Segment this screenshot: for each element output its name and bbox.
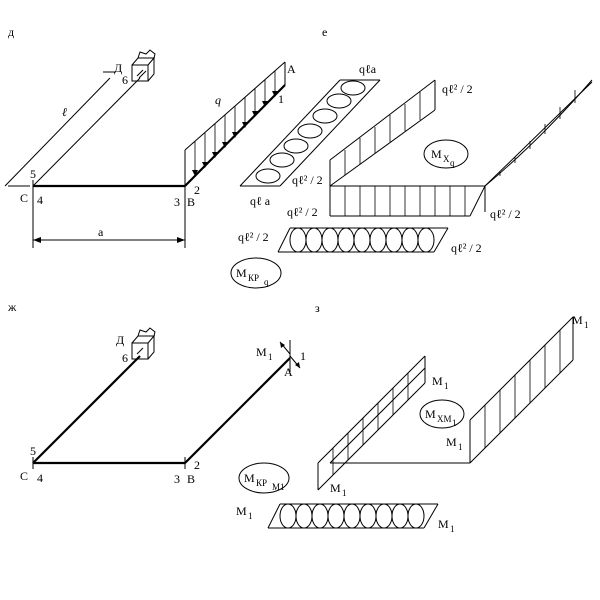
applied-moment-m1 (279, 340, 301, 372)
label-ellipse-mkr-q (230, 257, 282, 289)
point-label-c-bottom: С (20, 469, 28, 483)
arrow-a-right (177, 237, 185, 243)
length-label-l: ℓ (62, 105, 67, 119)
point-label-c-top: С (20, 191, 28, 205)
frame-member-ba-bottom (184, 357, 291, 464)
label-ql2-2: qℓ² / 2 (292, 173, 323, 187)
node-label-4-top: 4 (37, 193, 43, 207)
point-label-a-bottom: А (284, 365, 293, 379)
load-label-q: q (215, 93, 221, 107)
bending-diagram-mxm (317, 316, 574, 491)
label-ql2-5: qℓ² / 2 (238, 230, 269, 244)
node-label-3-top: 3 (174, 195, 180, 209)
fixed-support-d-bottom (131, 327, 156, 360)
distributed-load-q (184, 61, 286, 186)
point-label-d-top: Д (114, 61, 122, 75)
frame-member-cd-bottom (32, 355, 141, 464)
mkrm-label-subsub: M1 (272, 482, 285, 492)
mkrm-label-main: M (244, 471, 255, 485)
mxm-label-main: M (425, 407, 436, 421)
mkrm-label-sub: КР (256, 478, 267, 488)
m1-label-f-sub: 1 (450, 524, 455, 534)
m1-label-d-main: M (330, 481, 341, 495)
mxm-label-subsub: 1 (452, 418, 457, 428)
mxm-label-sub: XM (437, 414, 452, 424)
m1-label-c-sub: 1 (458, 442, 463, 452)
mkr-label-main: M (236, 266, 247, 280)
node-label-5-top: 5 (30, 167, 36, 181)
node-label-2-bottom: 2 (194, 458, 200, 472)
frame-member-cd (32, 77, 141, 187)
node-label-6-top: 6 (122, 73, 128, 87)
torsion-band-qla (239, 79, 381, 187)
mx-label-sub: X (443, 154, 450, 164)
point-label-b-top: В (187, 195, 195, 209)
panel-label-z: з (315, 301, 320, 315)
label-ql2-6: qℓ² / 2 (451, 241, 482, 255)
moment-label-main: M (256, 345, 267, 359)
mkr-label-sub: КР (248, 273, 259, 283)
m1-label-a-sub: 1 (584, 320, 589, 330)
torsion-band-mkr-q (277, 227, 449, 253)
m1-label-d-sub: 1 (342, 488, 347, 498)
m1-label-c-main: M (446, 435, 457, 449)
point-label-b-bottom: В (187, 472, 195, 486)
mx-label-main: M (431, 147, 442, 161)
label-ellipse-mkr-m1 (238, 462, 290, 494)
m1-label-e-main: M (236, 504, 247, 518)
dimension-line-l (4, 77, 111, 187)
m1-label-f-main: M (438, 517, 449, 531)
node-label-5-bottom: 5 (30, 444, 36, 458)
panel-label-d: д (8, 25, 14, 39)
mkr-label-subsub: q (264, 277, 269, 287)
node-label-6-bottom: 6 (122, 351, 128, 365)
fixed-support-d (131, 49, 156, 82)
label-qla-top: qℓа (359, 62, 377, 76)
label-ellipse-mx (423, 139, 469, 169)
bending-diagram-mx (329, 79, 593, 217)
point-label-a-top: А (287, 62, 296, 76)
torsion-band-mkr-m1 (267, 503, 439, 529)
moment-label-sub: 1 (268, 352, 273, 362)
arrow-a-left (33, 237, 41, 243)
length-label-a: а (98, 225, 104, 239)
label-ql2-4: qℓ² / 2 (490, 207, 521, 221)
m1-label-a-main: M (572, 313, 583, 327)
m1-label-e-sub: 1 (248, 511, 253, 521)
label-ellipse-mxm (419, 399, 465, 429)
panel-label-e: е (322, 25, 327, 39)
node-label-2-top: 2 (194, 183, 200, 197)
label-qla-bottom: qℓ а (250, 194, 271, 208)
node-label-1-bottom: 1 (300, 349, 306, 363)
node-label-1-top: 1 (278, 92, 284, 106)
m1-label-b-sub: 1 (444, 381, 449, 391)
m1-label-b-main: M (432, 374, 443, 388)
node-label-3-bottom: 3 (174, 472, 180, 486)
label-ql2-1: qℓ² / 2 (442, 82, 473, 96)
node-label-4-bottom: 4 (37, 471, 43, 485)
panel-label-zh: ж (7, 300, 17, 314)
label-ql2-3: qℓ² / 2 (287, 205, 318, 219)
mx-label-subsub: q (450, 158, 455, 168)
point-label-d-bottom: Д (116, 333, 124, 347)
